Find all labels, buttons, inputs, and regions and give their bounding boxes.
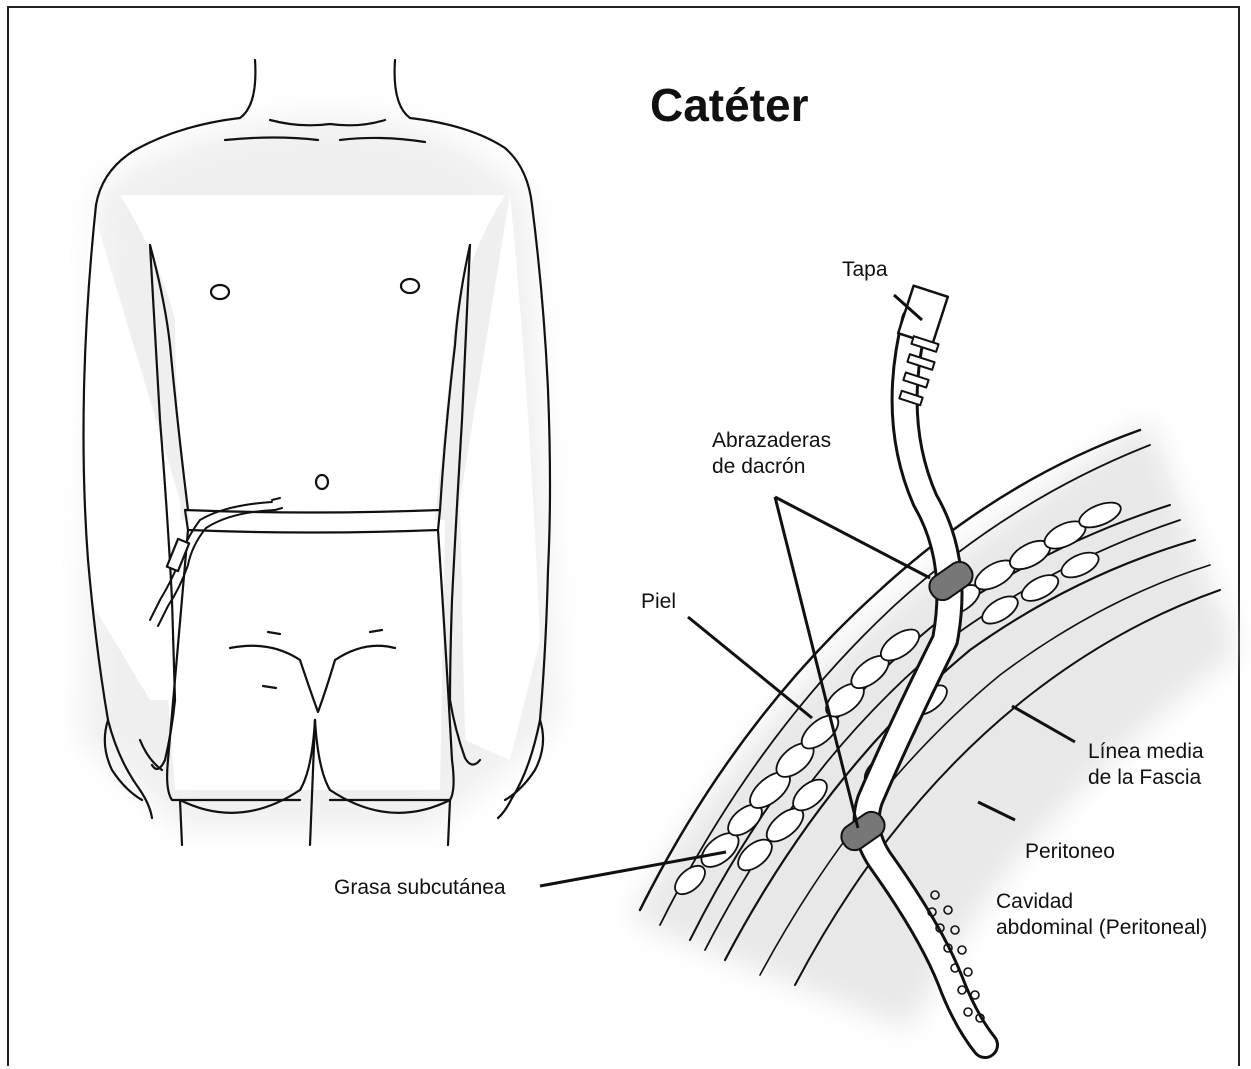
label-cavidad-line1: Cavidad	[996, 890, 1073, 913]
label-linea-line1: Línea media	[1088, 740, 1204, 763]
label-piel: Piel	[641, 590, 676, 613]
label-peritoneo: Peritoneo	[1025, 840, 1115, 863]
label-grasa: Grasa subcutánea	[334, 876, 506, 899]
label-tapa: Tapa	[842, 258, 888, 281]
body-figure	[80, 60, 560, 845]
label-linea-line2: de la Fascia	[1088, 766, 1201, 789]
diagram-title: Catéter	[650, 78, 809, 132]
label-cavidad-line2: abdominal (Peritoneal)	[996, 916, 1207, 939]
label-abrazaderas-line2: de dacrón	[712, 455, 805, 478]
label-abrazaderas-line1: Abrazaderas	[712, 429, 831, 452]
